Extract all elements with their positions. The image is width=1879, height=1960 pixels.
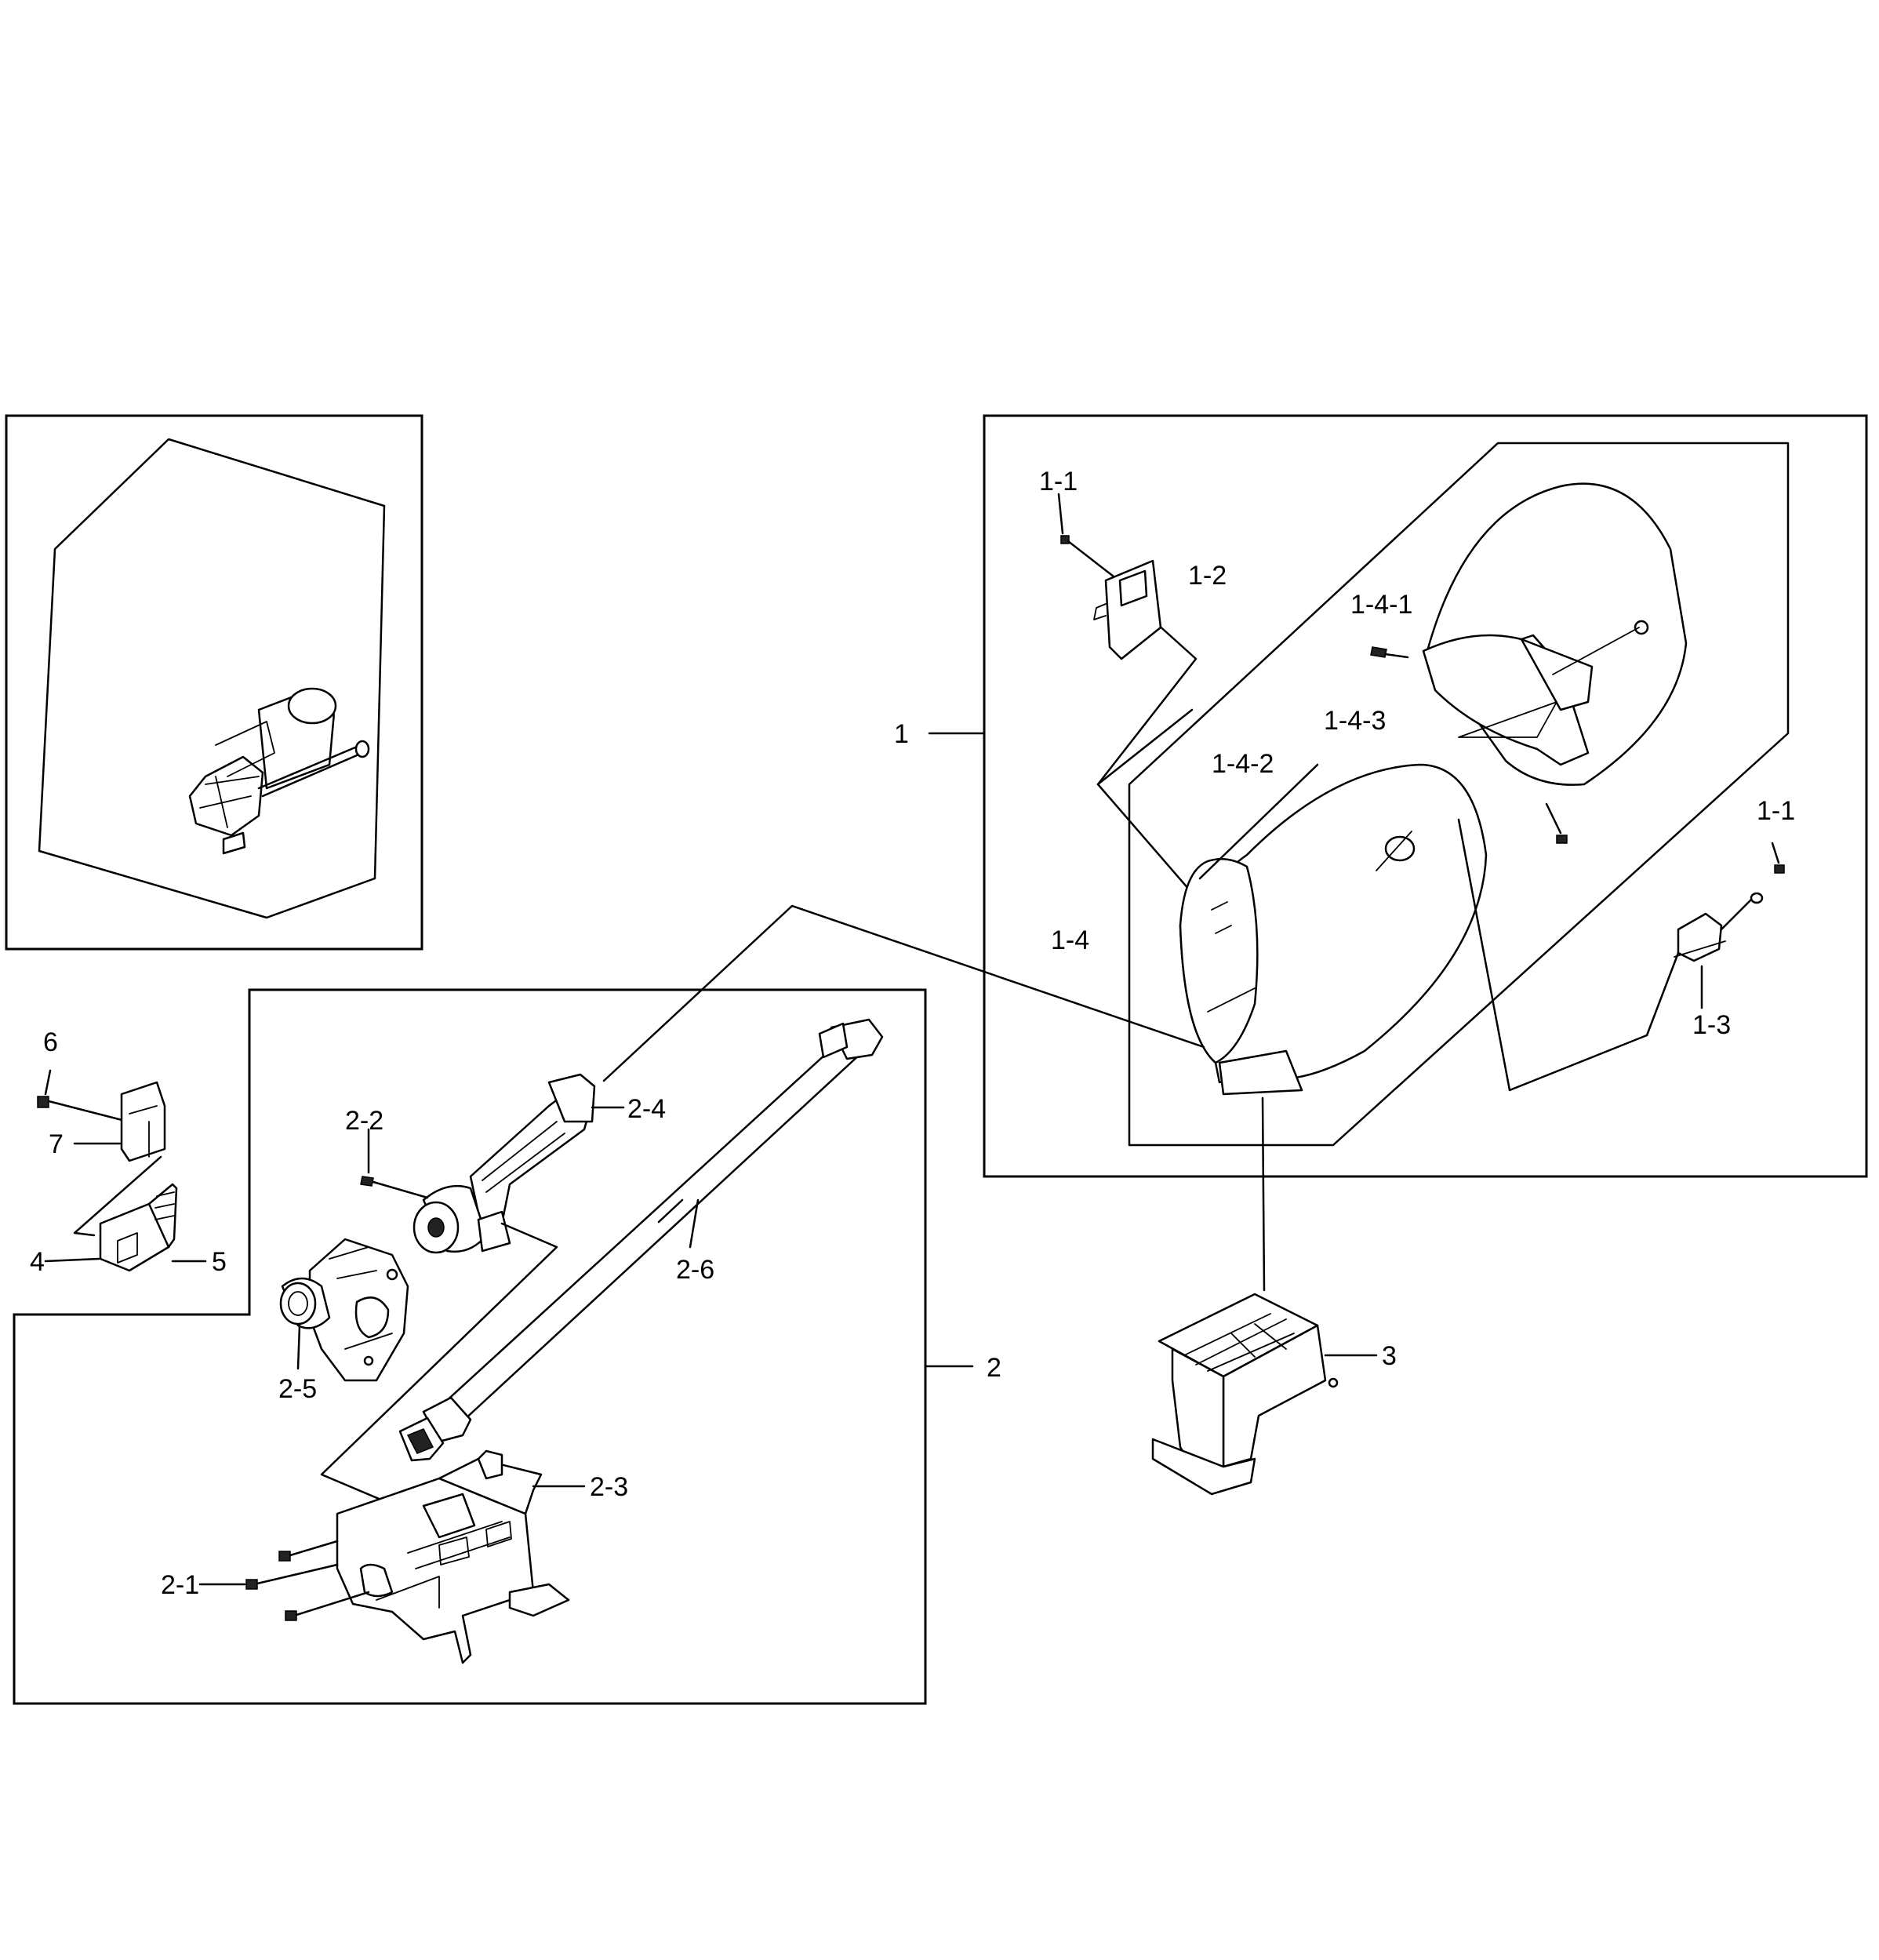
callout-4: 4 [30, 1247, 45, 1277]
callout-5: 5 [212, 1247, 227, 1277]
assembly-2-graphics [198, 1018, 974, 1664]
callout-2-4: 2-4 [627, 1094, 666, 1124]
callout-1-2: 1-2 [1188, 561, 1227, 591]
callout-1-4: 1-4 [1051, 925, 1089, 955]
callout-7: 7 [49, 1129, 64, 1159]
callout-2-1: 2-1 [161, 1570, 199, 1600]
callout-1-1-right: 1-1 [1757, 796, 1795, 826]
leader-3-vertical [1261, 1096, 1266, 1292]
overview-frame [5, 414, 423, 951]
callout-1: 1 [894, 719, 909, 749]
overview-assembly [38, 438, 386, 919]
callout-1-4-1: 1-4-1 [1350, 590, 1412, 620]
small-parts-graphics [37, 1069, 207, 1272]
callout-2-6: 2-6 [676, 1255, 714, 1285]
bracket-3-graphics [1151, 1293, 1378, 1496]
callout-6: 6 [43, 1027, 58, 1057]
callout-2-3: 2-3 [590, 1472, 628, 1502]
assembly-1-graphics [602, 442, 1790, 1147]
callout-2: 2 [987, 1353, 1001, 1383]
assembly-2-frame [13, 988, 927, 1705]
callout-2-2: 2-2 [345, 1106, 383, 1136]
assembly-1-frame [983, 414, 1868, 1178]
callout-1-3: 1-3 [1692, 1010, 1731, 1040]
callout-1-4-3: 1-4-3 [1324, 706, 1386, 736]
callout-1-1-top: 1-1 [1039, 467, 1078, 496]
callout-1-4-2: 1-4-2 [1212, 749, 1274, 779]
callout-labels: 1 1-1 1-2 1-4-1 1-4-3 1-4-2 1-1 1-4 1-3 … [30, 467, 1795, 1600]
callout-3: 3 [1382, 1341, 1397, 1371]
callout-2-5: 2-5 [278, 1374, 317, 1404]
